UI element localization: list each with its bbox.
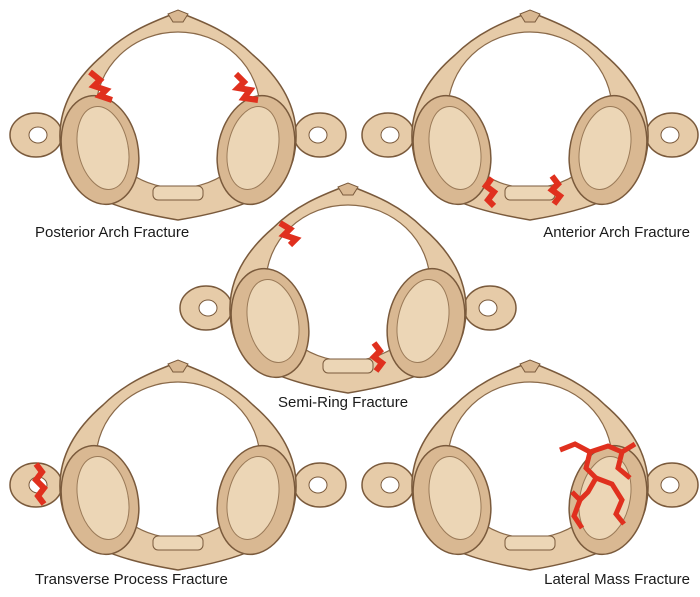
figure-label-anterior-arch: Anterior Arch Fracture — [543, 224, 690, 241]
vertebra-anterior-arch-fracture — [361, 9, 699, 221]
vertebra-posterior-arch-fracture — [9, 9, 347, 221]
fracture-line — [88, 69, 113, 103]
fracture-line — [32, 462, 48, 506]
fracture-line — [481, 176, 499, 209]
fracture-network — [559, 441, 637, 530]
figure-label-semi-ring: Semi-Ring Fracture — [278, 394, 409, 411]
figure-label-lateral-mass: Lateral Mass Fracture — [544, 571, 690, 588]
fracture-line — [547, 174, 565, 206]
figure-label-transverse-process: Transverse Process Fracture — [35, 571, 228, 588]
fracture-line — [231, 71, 259, 103]
figure-label-posterior-arch: Posterior Arch Fracture — [35, 224, 190, 241]
vertebra-transverse-process-fracture — [9, 359, 347, 571]
fracture-line — [369, 341, 387, 373]
fracture-line — [278, 220, 302, 248]
vertebra-semi-ring-fracture — [179, 182, 517, 394]
vertebra-lateral-mass-fracture — [361, 359, 699, 571]
